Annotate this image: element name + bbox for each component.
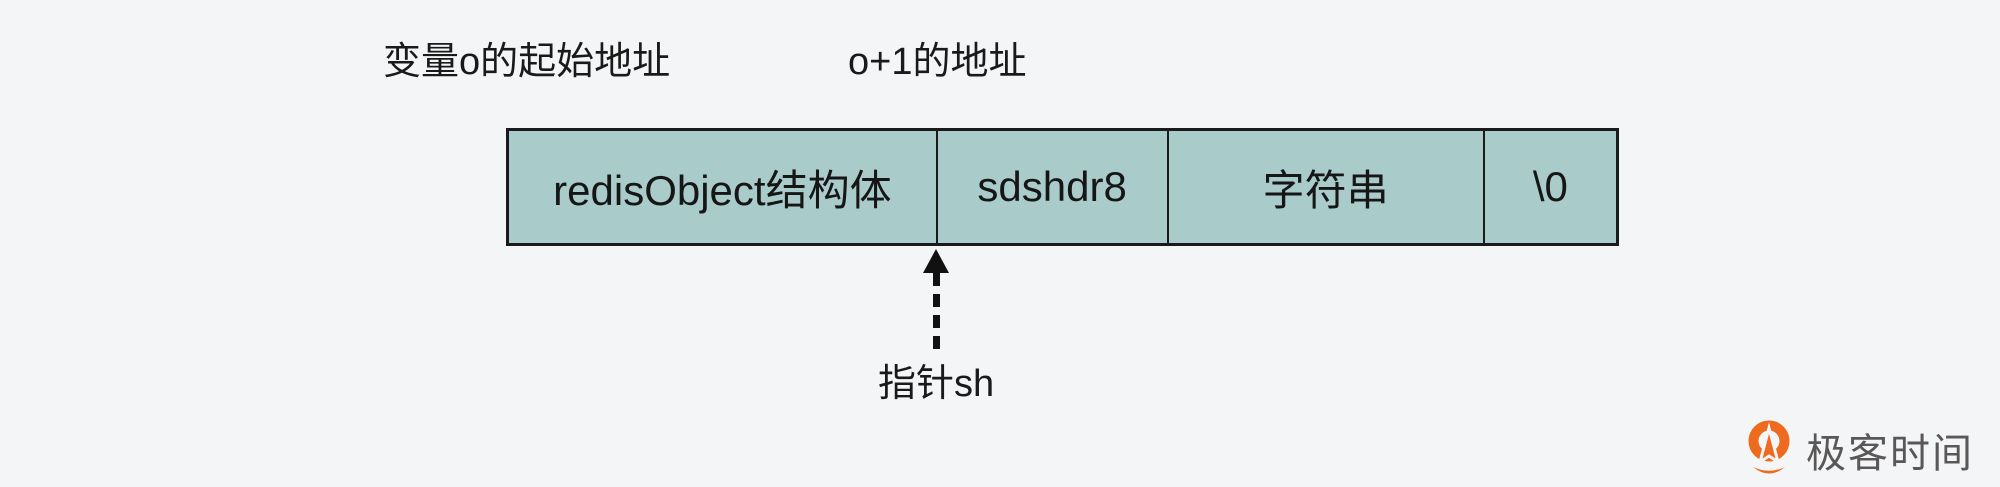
geektime-logo-text: 极客时间	[1806, 432, 1974, 476]
cell-null-terminator: \0	[1482, 131, 1616, 243]
label-var-o-start-address: 变量o的起始地址	[383, 41, 671, 83]
cell-string: 字符串	[1166, 131, 1483, 243]
cell-redisobject-struct: redisObject结构体	[509, 131, 936, 243]
memory-bar: redisObject结构体 sdshdr8 字符串 \0	[506, 128, 1619, 246]
label-o-plus-1-address: o+1的地址	[848, 41, 1027, 83]
cell-sdshdr8: sdshdr8	[935, 131, 1167, 243]
arrow-up-icon	[923, 249, 949, 273]
arrow-dashed-line	[932, 273, 940, 349]
label-pointer-sh: 指针sh	[878, 363, 995, 405]
pointer-arrow	[923, 249, 949, 349]
geektime-pin-icon	[1748, 420, 1790, 474]
geektime-logo: 极客时间	[1746, 420, 1974, 480]
